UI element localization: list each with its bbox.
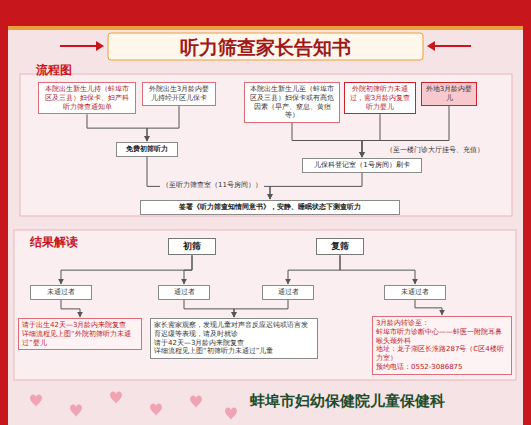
- box-text: 通过者: [266, 288, 310, 297]
- box-text: 通过者: [162, 288, 206, 297]
- flow-arrow: [184, 300, 234, 317]
- box-text: 初筛: [172, 241, 212, 252]
- heart-decor: [30, 391, 237, 420]
- box-text: 外院初筛听力未通过，需3月龄内复查听力婴儿: [348, 85, 412, 111]
- process-box: 本院出生新生儿至（蚌埠市区及三县）妇保卡或有高危因素（早产、窒息、黄疸等）: [244, 82, 340, 123]
- flow-arrow: [147, 106, 179, 142]
- process-box: 请于出生42天—3月龄内来院复查详细流程见上图“外院初筛听力未通过”婴儿: [18, 318, 142, 350]
- stage-box: 复筛: [316, 238, 364, 255]
- box-text: 地址：龙子湖区长淮路287号（C区4楼听力室）: [376, 345, 508, 363]
- process-box: 签署《听力筛查知情同意书》，安静、睡眠状态下测查听力: [140, 200, 400, 215]
- flow-arrow: [288, 255, 340, 284]
- flow-arrow: [147, 157, 270, 199]
- flow-arrow: [61, 255, 192, 284]
- flow-arrow: [415, 300, 442, 315]
- box-text: 预约电话：0552-3086875: [376, 363, 508, 372]
- flow-arrow: [270, 173, 362, 199]
- process-box: 外院出生3月龄内婴儿持经开区儿保卡: [142, 82, 216, 106]
- process-box: 未通过者: [30, 285, 92, 300]
- process-box: 通过者: [262, 285, 314, 300]
- process-box: 未通过者: [384, 285, 446, 300]
- box-text: 详细流程见上图“外院初筛听力未通过”婴儿: [22, 330, 138, 348]
- section-heading: 结果解读: [30, 234, 78, 251]
- process-box: 外院初筛听力未通过，需3月龄内复查听力婴儿: [344, 82, 416, 114]
- poster-title: 听力筛查家长告知书: [0, 35, 531, 61]
- result-panel: [14, 230, 516, 380]
- flow-arrow: [234, 300, 288, 317]
- box-text: 蚌埠市听力诊断中心——蚌医一附院耳鼻喉头颈外科: [376, 328, 508, 346]
- edge-label: （至听力筛查室（11号房间））: [160, 180, 264, 190]
- box-text: 详细流程见上图“初筛听力未通过”儿童: [154, 347, 314, 356]
- process-box: 本院出生新生儿持（蚌埠市区及三县）妇保卡、妇产科听力筛查通知单: [38, 82, 136, 114]
- box-text: 未通过者: [34, 288, 88, 297]
- box-text: 3月龄内转诊至：: [376, 319, 508, 328]
- box-text: 请于42天—3月龄内来院复查: [154, 339, 314, 348]
- flow-arrow: [61, 300, 80, 317]
- flow-arrow: [292, 123, 362, 157]
- process-box: 3月龄内转诊至：蚌埠市听力诊断中心——蚌医一附院耳鼻喉头颈外科地址：龙子湖区长淮…: [372, 316, 512, 375]
- process-box: 儿保科登记室（1号房间）刷卡: [302, 158, 422, 173]
- process-box: 家长需家观察，发现儿童对声音反应迟钝或语言发育迟缓等表现，请及时就诊请于42天—…: [150, 318, 318, 359]
- box-text: 未通过者: [388, 288, 442, 297]
- box-text: 请于出生42天—3月龄内来院复查: [22, 321, 138, 330]
- edge-label: （至一楼门诊大厅挂号、充值）: [384, 145, 486, 155]
- flow-arrow: [87, 114, 147, 141]
- flow-panel: [20, 74, 512, 216]
- process-box: 通过者: [158, 285, 210, 300]
- process-box: 外地3月龄内婴儿: [421, 82, 477, 106]
- box-text: 外地3月龄内婴儿: [425, 85, 473, 103]
- footer-caption: 蚌埠市妇幼保健院儿童保健科: [250, 392, 445, 411]
- flow-arrow: [340, 255, 415, 284]
- box-text: 家长需家观察，发现儿童对声音反应迟钝或语言发育迟缓等表现，请及时就诊: [154, 321, 314, 339]
- process-box: 免费初筛听力: [116, 142, 178, 157]
- header-band: [0, 0, 531, 30]
- box-text: 外院出生3月龄内婴儿持经开区儿保卡: [146, 85, 212, 103]
- box-text: 儿保科登记室（1号房间）刷卡: [306, 161, 418, 170]
- side-frame: [0, 0, 8, 425]
- section-heading: 流程图: [36, 62, 72, 79]
- box-text: 签署《听力筛查知情同意书》，安静、睡眠状态下测查听力: [144, 203, 396, 212]
- stage-box: 初筛: [168, 238, 216, 255]
- box-text: 本院出生新生儿至（蚌埠市区及三县）妇保卡或有高危因素（早产、窒息、黄疸等）: [248, 85, 336, 120]
- box-text: 复筛: [320, 241, 360, 252]
- flow-arrow: [362, 114, 380, 157]
- box-text: 免费初筛听力: [120, 145, 174, 154]
- box-text: 本院出生新生儿持（蚌埠市区及三县）妇保卡、妇产科听力筛查通知单: [42, 85, 132, 111]
- flow-arrow: [184, 255, 192, 284]
- side-frame: [523, 0, 531, 425]
- header-stripe: [0, 26, 531, 30]
